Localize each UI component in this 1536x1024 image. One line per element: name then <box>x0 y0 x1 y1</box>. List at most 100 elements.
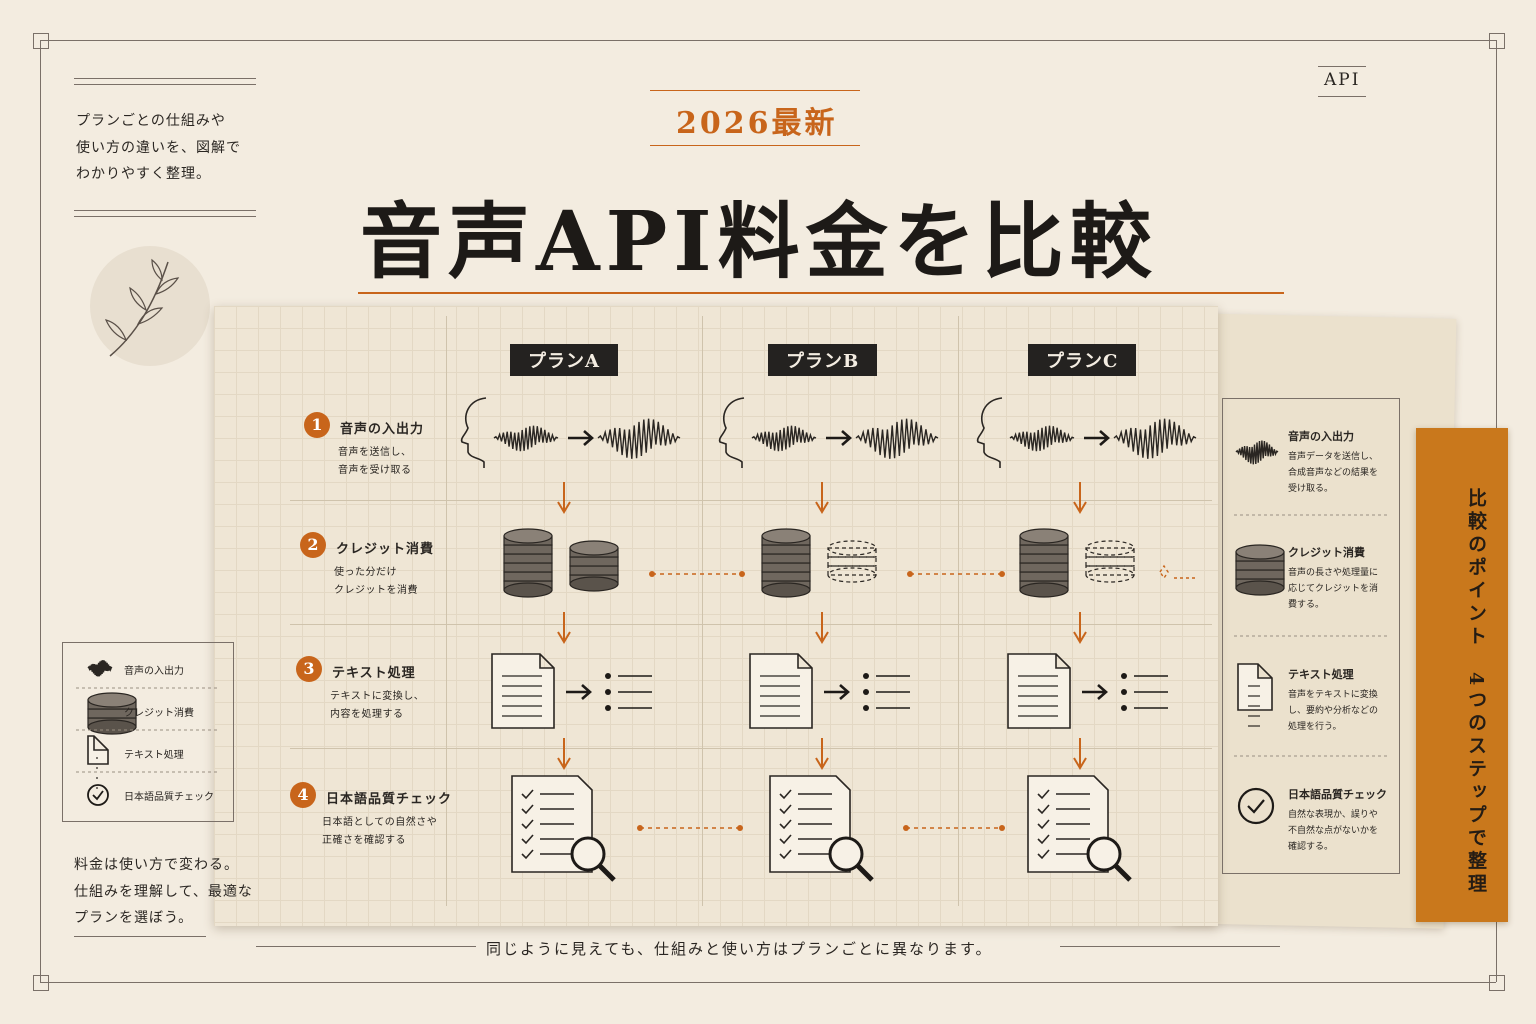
rp-coins-icon <box>1235 544 1285 596</box>
plan-c-coins-icon <box>1019 528 1069 598</box>
title-underline <box>358 292 1284 294</box>
step-3-title: テキスト処理 <box>332 666 416 681</box>
legend-item-audio: 音声の入出力 <box>124 666 184 677</box>
rp-4-desc: 自然な表現か、誤りや不自然な点がないかを確認する。 <box>1288 810 1379 852</box>
row-rule <box>290 748 1212 749</box>
rp-1-desc: 音声データを送信し、合成音声などの結果を受け取る。 <box>1288 452 1379 494</box>
rp-check-mark-icon <box>1247 799 1265 814</box>
plan-b-arrow-text-icon <box>824 684 850 700</box>
step-4-desc: 日本語としての自然さや正確さを確認する <box>322 817 438 846</box>
right-summary-panel <box>1222 398 1400 874</box>
credit-sparkle-icon <box>1159 564 1196 580</box>
frame-top <box>40 40 1496 41</box>
plan-c-down-arrow-2 <box>1073 612 1087 644</box>
corner-mark <box>33 975 49 991</box>
plan-a-arrow-text-icon <box>566 684 592 700</box>
corner-mark <box>1489 33 1505 49</box>
tag-rule <box>1318 66 1366 67</box>
plan-c-arrow-text-icon <box>1082 684 1108 700</box>
legend-check-mark-icon <box>92 790 104 801</box>
step-2-number: 2 <box>300 532 326 558</box>
row-rule <box>290 624 1212 625</box>
footer-rule <box>1060 946 1280 947</box>
step-1-desc: 音声を送信し、音声を受け取る <box>338 447 412 476</box>
divider <box>74 210 256 211</box>
plan-b-wave-in-icon <box>751 425 817 452</box>
divider <box>74 84 256 85</box>
plan-b-wave-out-icon <box>855 418 939 459</box>
plan-c-down-arrow-3 <box>1073 738 1087 770</box>
divider <box>74 78 256 79</box>
row-rule <box>290 500 1212 501</box>
legend-box <box>62 642 234 822</box>
plan-a-wave-out-icon <box>597 418 681 459</box>
branch-icon <box>90 246 210 366</box>
legend-document-icon <box>87 735 109 799</box>
step-2-desc: 使った分だけクレジットを消費 <box>334 567 418 596</box>
plan-b-coins-remaining-icon <box>827 540 877 583</box>
plan-c-face-icon <box>976 397 1003 468</box>
rp-wave-icon <box>1235 440 1279 465</box>
plan-c-checklist-icon <box>1027 775 1132 882</box>
plan-c-wave-out-icon <box>1113 418 1197 459</box>
plan-c-coins-remaining-icon <box>1085 540 1135 583</box>
frame-bottom <box>40 982 1496 983</box>
connector-check-ab <box>637 825 743 831</box>
plan-b-list-icon <box>863 673 910 711</box>
plan-a-down-arrow-2 <box>557 612 571 644</box>
column-rule <box>702 316 703 906</box>
plan-b-coins-icon <box>761 528 811 598</box>
plan-c-wave-in-icon <box>1009 425 1075 452</box>
rp-4-title: 日本語品質チェック <box>1288 788 1387 801</box>
legend-item-text: テキスト処理 <box>124 750 184 761</box>
rp-3-desc: 音声をテキストに変換し、要約や分析などの処理を行う。 <box>1288 690 1379 732</box>
column-rule <box>446 316 447 906</box>
plan-b-down-arrow-3 <box>815 738 829 770</box>
plan-a-label: プランA <box>510 344 618 376</box>
year-label: 2026最新 <box>676 106 838 141</box>
plan-a-coins-remaining-icon <box>569 540 619 592</box>
plan-c-document-icon <box>1007 653 1071 729</box>
corner-mark <box>33 33 49 49</box>
summary-text: 料金は使い方で変わる。仕組みを理解して、最適なプランを選ぼう。 <box>74 857 253 927</box>
corner-mark <box>1489 975 1505 991</box>
page-title: 音声API料金を比較 <box>360 194 1158 290</box>
rp-3-title: テキスト処理 <box>1288 668 1354 681</box>
column-rule <box>958 316 959 906</box>
plan-c-label: プランC <box>1028 344 1137 376</box>
divider <box>74 936 206 937</box>
plan-b-face-icon <box>718 397 745 468</box>
plan-a-face-icon <box>460 397 487 468</box>
connector-credit-ab <box>649 571 745 577</box>
plan-a-document-icon <box>491 653 555 729</box>
legend-wave-icon <box>87 660 113 677</box>
legend-coins-icon <box>87 692 137 735</box>
year-rule <box>650 90 860 91</box>
year-rule <box>650 145 860 146</box>
side-tab-label: 比較のポイント 4つのステップで整理 <box>1465 488 1487 897</box>
footer-note: 同じように見えても、仕組みと使い方はプランごとに異なります。 <box>486 940 993 958</box>
legend-item-credit: クレジット消費 <box>124 708 194 719</box>
plan-b-down-arrow-1 <box>815 482 829 514</box>
rp-document-icon <box>1237 663 1273 727</box>
plan-c-arrow-icon <box>1084 430 1110 446</box>
plan-b-label: プランB <box>768 344 878 376</box>
legend-check-icon <box>87 784 109 806</box>
intro-text: プランごとの仕組みや使い方の違いを、図解でわかりやすく整理。 <box>76 113 241 183</box>
plan-a-list-icon <box>605 673 652 711</box>
step-4-title: 日本語品質チェック <box>326 792 453 807</box>
rp-2-desc: 音声の長さや処理量に応じてクレジットを消費する。 <box>1288 568 1379 610</box>
plan-c-list-icon <box>1121 673 1168 711</box>
step-2-title: クレジット消費 <box>336 542 435 557</box>
tag-rule <box>1318 96 1366 97</box>
plan-a-down-arrow-3 <box>557 738 571 770</box>
step-1-number: 1 <box>304 412 330 438</box>
plan-b-arrow-icon <box>826 430 852 446</box>
divider <box>74 216 256 217</box>
plan-a-coins-icon <box>503 528 553 598</box>
rp-2-title: クレジット消費 <box>1288 546 1365 559</box>
plan-a-arrow-icon <box>568 430 594 446</box>
step-4-number: 4 <box>290 782 316 808</box>
plan-a-down-arrow-1 <box>557 482 571 514</box>
